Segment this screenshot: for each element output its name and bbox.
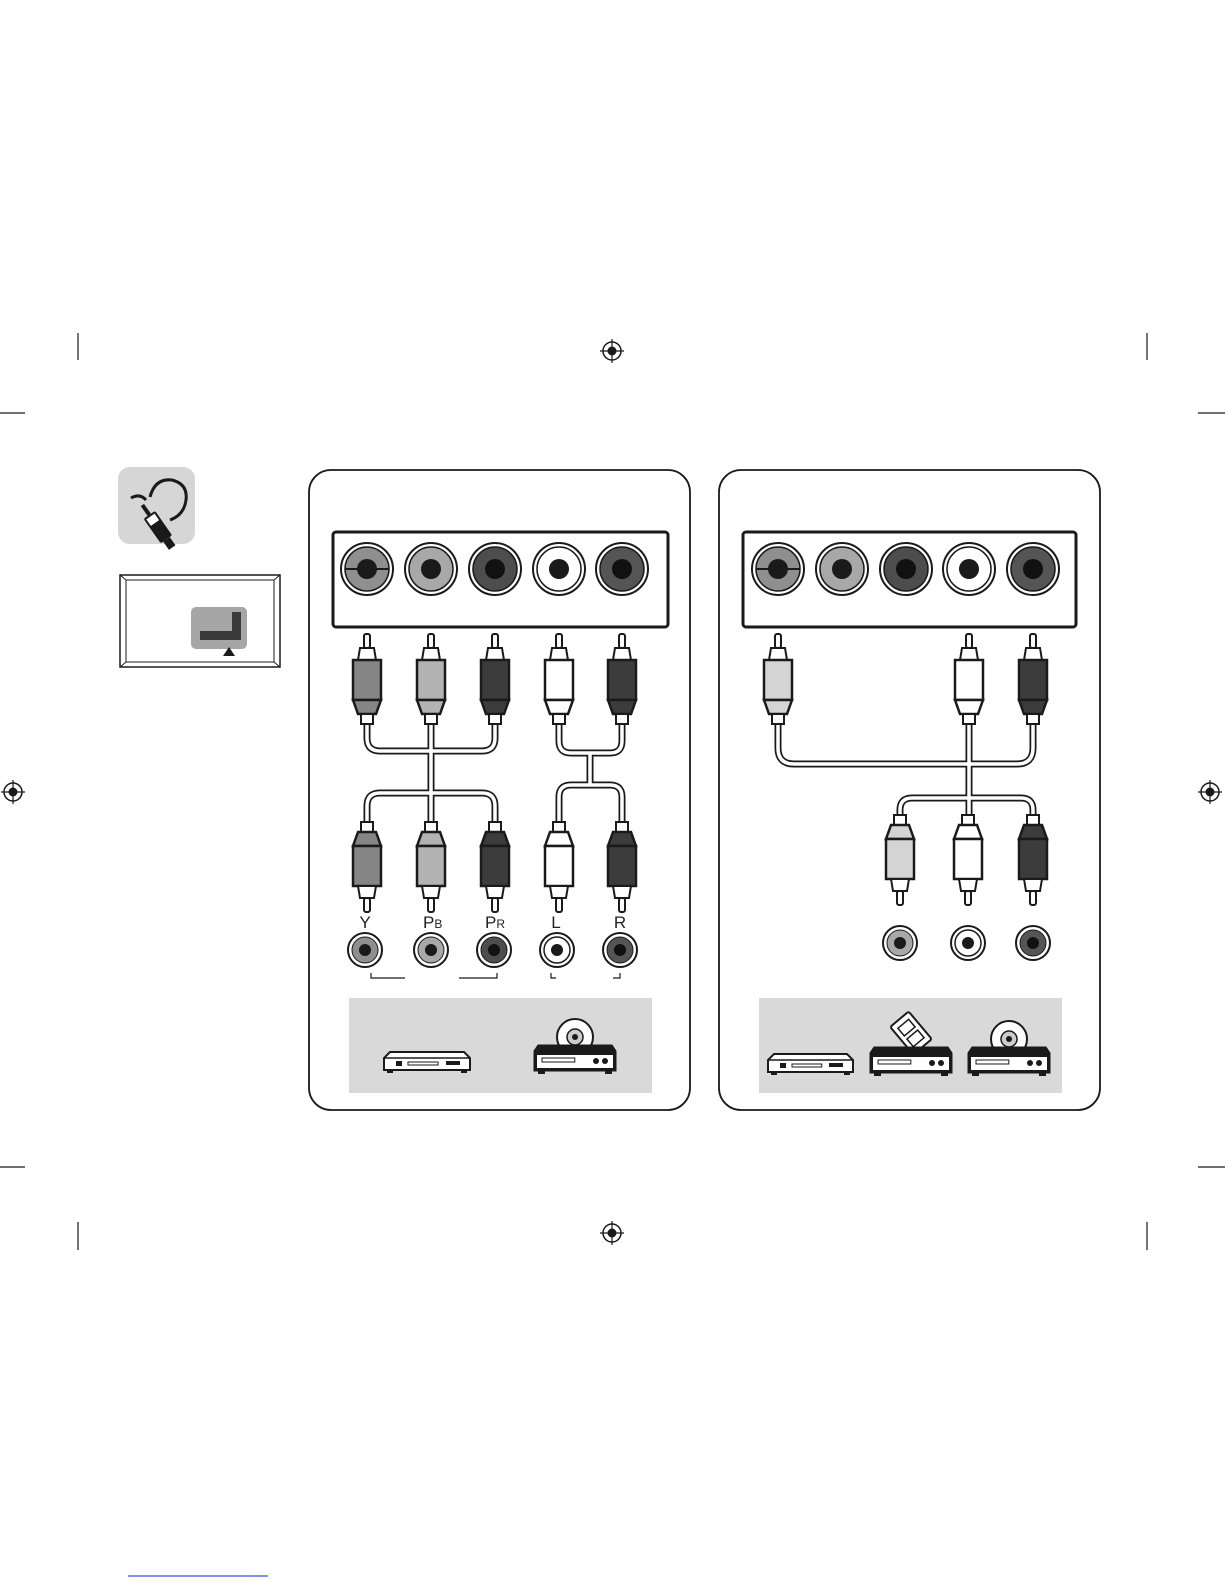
label-r: R	[614, 913, 626, 932]
dvd-player-icon	[768, 1054, 853, 1075]
device-jack-l	[951, 926, 985, 960]
device-jack-video	[883, 926, 917, 960]
rca-cable-icon	[118, 467, 195, 552]
dvd-player-icon	[384, 1052, 470, 1073]
device-jack-pr	[477, 933, 511, 967]
tv-rear-port-location-icon	[120, 575, 280, 667]
tv-jack-audio-l	[533, 543, 585, 595]
tv-jack-audio-r	[596, 543, 648, 595]
registration-mark-icon	[1, 780, 25, 804]
registration-mark-icon	[1198, 780, 1222, 804]
composite-connection-panel	[719, 470, 1100, 1110]
device-jack-l	[540, 933, 574, 967]
tv-jack-video	[752, 543, 804, 595]
device-jack-y	[348, 933, 382, 967]
tv-jack-unused-1	[816, 543, 868, 595]
component-connection-panel: Y PB PR L R	[309, 470, 690, 1110]
device-jack-r	[1016, 926, 1050, 960]
label-y: Y	[359, 913, 370, 932]
registration-mark-icon	[600, 339, 624, 363]
device-jack-r	[603, 933, 637, 967]
registration-mark-icon	[600, 1221, 624, 1245]
tv-jack-pr	[469, 543, 521, 595]
tv-jack-audio-l	[943, 543, 995, 595]
tv-jack-audio-r	[1007, 543, 1059, 595]
tv-jack-pb	[405, 543, 457, 595]
tv-jack-y	[341, 543, 393, 595]
device-jack-pb	[414, 933, 448, 967]
tv-jack-unused-2	[880, 543, 932, 595]
label-l: L	[551, 913, 560, 932]
